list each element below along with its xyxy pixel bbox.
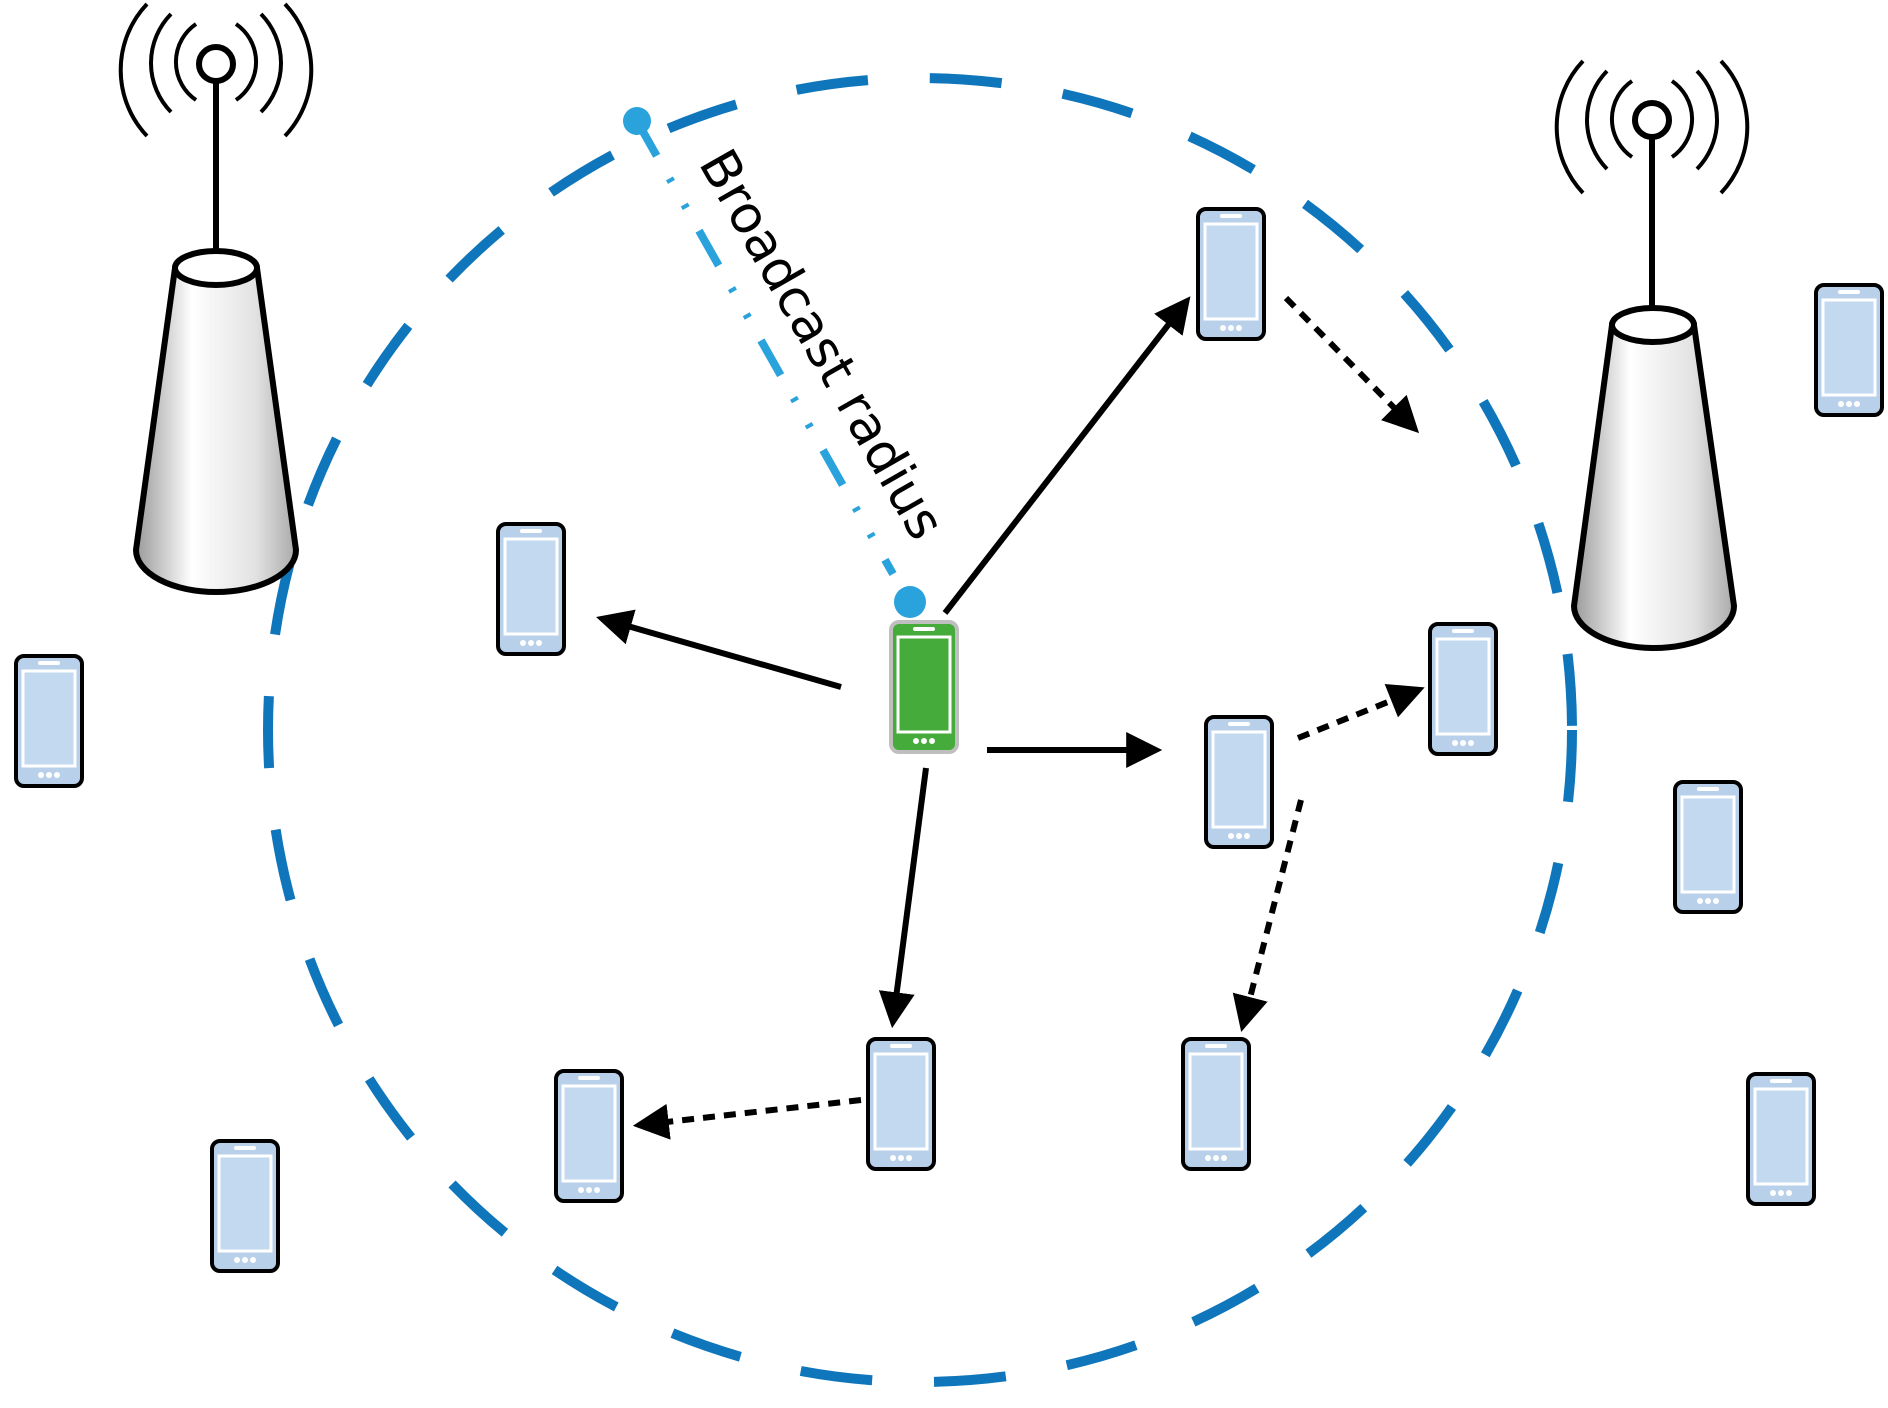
arrow-source-to-phone-g	[878, 767, 929, 1029]
radius-end-dot	[623, 107, 651, 135]
phone-f	[554, 1069, 624, 1203]
cell-tower-icon	[1554, 59, 1750, 651]
arrow-phone-g-to-phone-f	[632, 1097, 862, 1140]
phone-j	[1814, 283, 1884, 417]
arrow-source-to-phone-c	[942, 296, 1191, 615]
phone-e	[1428, 622, 1498, 756]
arrow-phone-c-relay	[1283, 295, 1420, 434]
phone-b	[496, 522, 566, 656]
phone-l	[1746, 1072, 1816, 1206]
relay-arrows	[632, 295, 1425, 1140]
cell-tower-icon	[118, 2, 314, 595]
phone-i	[210, 1139, 280, 1273]
phone-h	[1181, 1037, 1251, 1171]
phone-d	[1204, 715, 1274, 849]
signal-waves-icon	[1554, 59, 1750, 195]
source-phone	[889, 620, 959, 754]
phone-a	[14, 654, 84, 788]
arrow-phone-d-to-phone-e	[1296, 683, 1425, 741]
radius-center-dot	[894, 586, 926, 618]
broadcast-radius-indicator: Broadcast radius	[623, 107, 956, 618]
direct-broadcast-arrows	[596, 296, 1191, 1029]
arrow-phone-d-to-phone-h	[1232, 799, 1304, 1032]
broadcast-radius-label: Broadcast radius	[687, 140, 956, 550]
arrow-source-to-phone-b	[596, 609, 842, 690]
phone-k	[1673, 780, 1743, 914]
broadcast-range-circle	[263, 73, 1577, 1387]
phone-c	[1196, 207, 1266, 341]
phone-g	[866, 1037, 936, 1171]
